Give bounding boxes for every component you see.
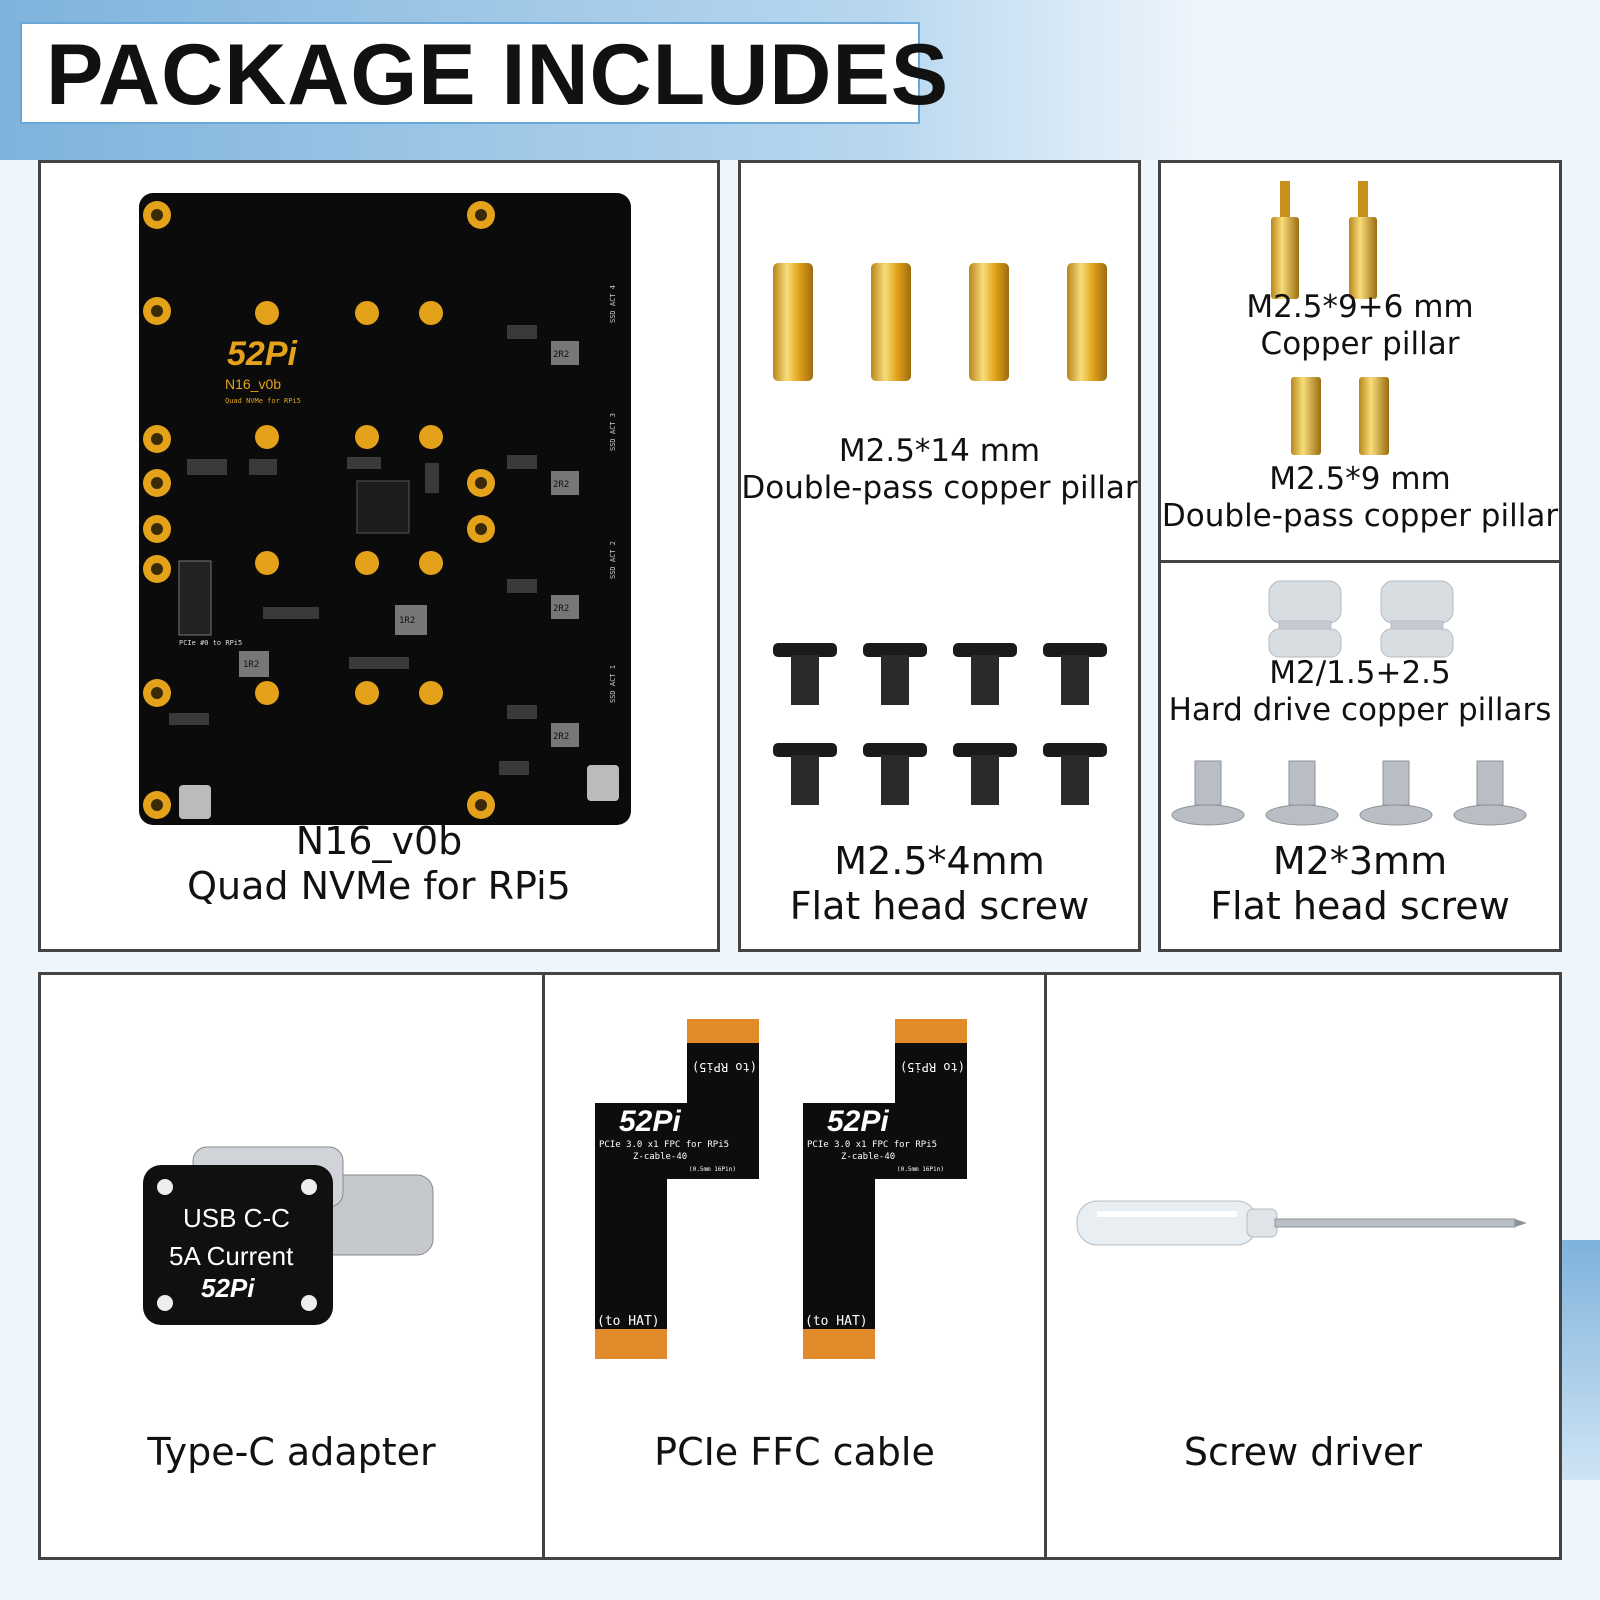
title-banner: PACKAGE INCLUDES (20, 22, 948, 124)
ffc-cable-right: 52Pi PCIe 3.0 x1 FPC for RPi5 Z-cable-40… (803, 1019, 967, 1359)
ffc-print: (0.5mm 16Pin) (689, 1166, 736, 1173)
nvme-board-image: 52Pi N16_v0b Quad NVMe for RPi5 PCIe #0 … (139, 193, 631, 825)
ffc-top-label: (to RPi5) (692, 1060, 757, 1074)
screw4-caption-line2: Flat head screw (789, 883, 1090, 928)
ssd-label: SSD ACT 4 (609, 285, 617, 323)
ffc-caption: PCIe FFC cable (654, 1430, 935, 1474)
ssd-label: SSD ACT 3 (609, 413, 617, 451)
hdd-pillar-image (1268, 580, 1454, 658)
pillar9-caption: M2.5*9 mm Double-pass copper pillar (1161, 461, 1559, 534)
ssd-label: SSD ACT 2 (609, 541, 617, 579)
hdd-caption: M2/1.5+2.5 Hard drive copper pillars (1161, 655, 1559, 728)
typec-brand: 52Pi (201, 1273, 255, 1303)
copper-pillar-9mm-image (1291, 377, 1389, 455)
ffc-brand: 52Pi (827, 1105, 889, 1138)
typec-print1: USB C-C (183, 1203, 290, 1233)
hdd-caption-line2: Hard drive copper pillars (1168, 691, 1552, 728)
chip-label: 2R2 (553, 732, 569, 742)
copper-pillar-14mm-image (773, 263, 1107, 381)
ffc-print: PCIe 3.0 x1 FPC for RPi5 (599, 1140, 729, 1150)
board-caption-line2: Quad NVMe for RPi5 (187, 863, 571, 908)
ffc-print: Z-cable-40 (841, 1152, 895, 1162)
ffc-cable-left: 52Pi PCIe 3.0 x1 FPC for RPi5 Z-cable-40… (595, 1019, 759, 1359)
pcie-connector (178, 560, 212, 636)
panel-small-parts: M2.5*9+6 mm Copper pillar M2.5*9 mm Doub… (1158, 160, 1562, 952)
pillar14-caption-line2: Double-pass copper pillar (741, 469, 1138, 506)
ffc-print: Z-cable-40 (633, 1152, 687, 1162)
board-caption-line1: N16_v0b (295, 819, 463, 863)
flat-head-screw-3mm-image (1171, 760, 1527, 826)
corner-decoration (1560, 1240, 1600, 1480)
ffc-cable-image: 52Pi PCIe 3.0 x1 FPC for RPi5 Z-cable-40… (595, 1019, 967, 1359)
typec-print2: 5A Current (169, 1241, 294, 1271)
pillar96-caption-line1: M2.5*9+6 mm (1246, 289, 1474, 325)
hdd-caption-line1: M2/1.5+2.5 (1269, 655, 1451, 691)
ffc-top-label: (to RPi5) (900, 1060, 965, 1074)
screw3-caption: M2*3mm Flat head screw (1161, 839, 1559, 929)
mounting-holes (143, 201, 495, 819)
pillar96-caption: M2.5*9+6 mm Copper pillar (1161, 289, 1559, 362)
chip-label: 1R2 (243, 660, 259, 670)
pillar9-caption-line2: Double-pass copper pillar (1161, 497, 1559, 534)
pillar9-caption-line1: M2.5*9 mm (1269, 461, 1451, 497)
ffc-bottom-label: (to HAT) (805, 1314, 868, 1329)
board-caption: N16_v0b Quad NVMe for RPi5 (41, 819, 717, 909)
pillar96-caption-line2: Copper pillar (1260, 325, 1460, 362)
screw4-caption: M2.5*4mm Flat head screw (741, 839, 1138, 929)
screwdriver-caption: Screw driver (1183, 1430, 1423, 1474)
board-brand: 52Pi (227, 335, 298, 373)
ffc-print: (0.5mm 16Pin) (897, 1166, 944, 1173)
main-chip (356, 480, 410, 534)
panel-board: 52Pi N16_v0b Quad NVMe for RPi5 PCIe #0 … (38, 160, 720, 952)
usb-port-right (587, 765, 619, 801)
ssd-label: SSD ACT 1 (609, 665, 617, 703)
pcie-label: PCIe #0 to RPi5 (179, 639, 242, 647)
copper-pillar-9-6mm-image (1271, 181, 1377, 299)
panel-divider (1161, 560, 1559, 563)
pillar14-caption: M2.5*14 mm Double-pass copper pillar (741, 433, 1138, 506)
chip-label: 1R2 (399, 616, 415, 626)
chip-label: 2R2 (553, 480, 569, 490)
inductors (239, 341, 579, 747)
screw4-caption-line1: M2.5*4mm (834, 839, 1045, 883)
chip-label: 2R2 (553, 604, 569, 614)
panel-typec: USB C-C 5A Current 52Pi Type-C adapter (38, 972, 545, 1560)
ffc-brand: 52Pi (619, 1105, 681, 1138)
board-model: N16_v0b (225, 376, 281, 392)
panel-ffc: 52Pi PCIe 3.0 x1 FPC for RPi5 Z-cable-40… (542, 972, 1047, 1560)
typec-adapter-image: USB C-C 5A Current 52Pi (143, 1146, 434, 1325)
usb-port-left (179, 785, 211, 819)
ffc-print: PCIe 3.0 x1 FPC for RPi5 (807, 1140, 937, 1150)
chip-label: 2R2 (553, 350, 569, 360)
typec-caption: Type-C adapter (147, 1430, 436, 1474)
screwdriver-image (1076, 1200, 1527, 1246)
screw3-caption-line2: Flat head screw (1210, 883, 1510, 928)
pillar14-caption-line1: M2.5*14 mm (838, 433, 1041, 469)
board-subtitle: Quad NVMe for RPi5 (225, 397, 301, 405)
screw3-caption-line1: M2*3mm (1272, 839, 1448, 883)
panel-pillars-screws: M2.5*14 mm Double-pass copper pillar M2.… (738, 160, 1141, 952)
page-title: PACKAGE INCLUDES (46, 27, 950, 123)
flat-head-screw-4mm-image (773, 643, 1107, 805)
smd-parts (169, 325, 537, 775)
ffc-bottom-label: (to HAT) (597, 1314, 660, 1329)
panel-screwdriver: Screw driver (1044, 972, 1562, 1560)
